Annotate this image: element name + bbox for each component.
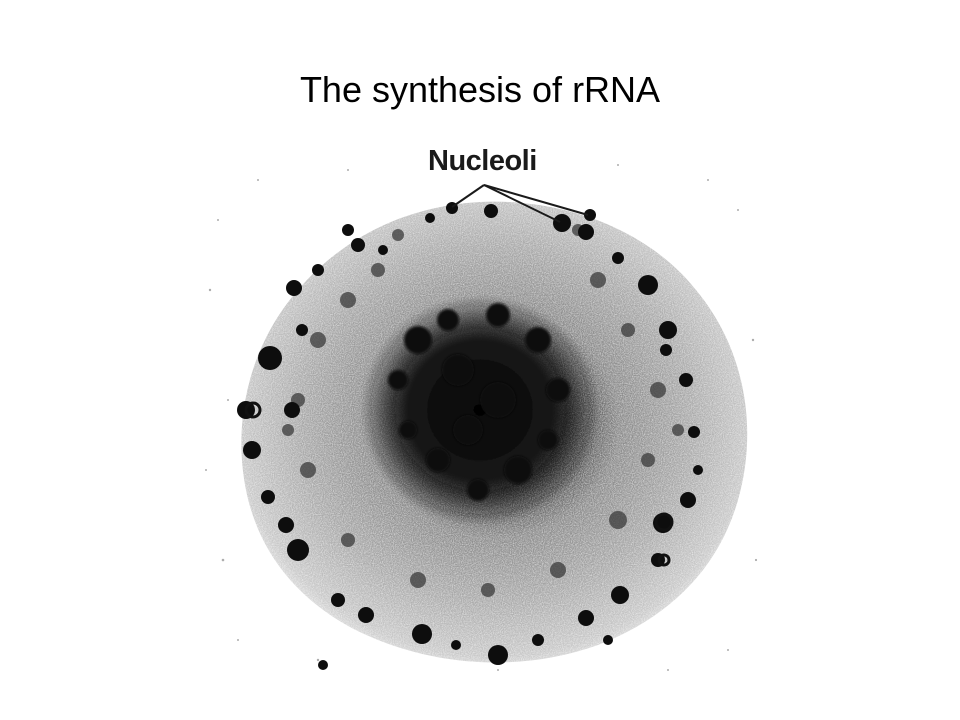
mid-nucleoli bbox=[282, 224, 684, 597]
peripheral-nucleoli bbox=[237, 202, 703, 670]
micrograph-image bbox=[205, 164, 758, 671]
nucleoli-label: Nucleoli bbox=[428, 145, 537, 177]
core-clusters bbox=[388, 303, 570, 501]
ring-nucleoli bbox=[244, 401, 674, 567]
slide-title: The synthesis of rRNA bbox=[299, 69, 661, 110]
